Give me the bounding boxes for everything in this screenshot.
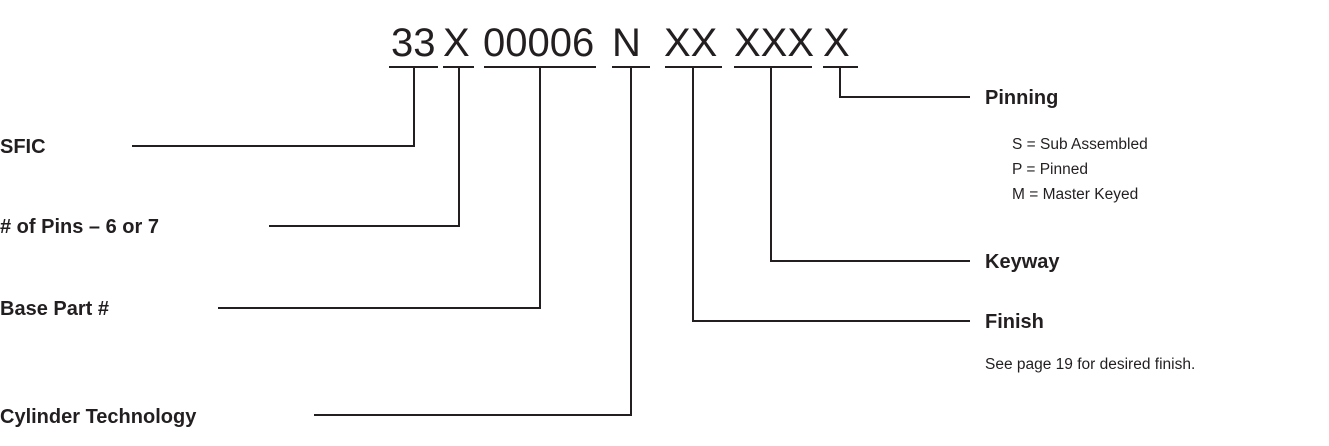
label-pinning: Pinning [985, 87, 1058, 109]
connector-pins [269, 67, 460, 227]
pinning-option-sub-assembled: S = Sub Assembled [1012, 136, 1148, 153]
right-labels: Pinning S = Sub Assembled P = Pinned M =… [985, 87, 1195, 373]
finish-note: See page 19 for desired finish. [985, 356, 1195, 373]
connector-cylinder-technology [314, 67, 632, 416]
connector-finish [692, 67, 970, 322]
label-keyway: Keyway [985, 251, 1060, 273]
left-labels: SFIC # of Pins – 6 or 7 Base Part # Cyli… [0, 136, 197, 428]
label-base-part: Base Part # [0, 298, 109, 320]
label-number-of-pins: # of Pins – 6 or 7 [0, 216, 159, 238]
code-segment-pins: X [443, 21, 470, 65]
code-segment-sfic: 33 [391, 21, 436, 65]
code-segment-keyway: XXX [734, 21, 814, 65]
label-cylinder-technology: Cylinder Technology [0, 406, 197, 428]
code-segment-pinning: X [823, 21, 850, 65]
connector-lines [132, 67, 970, 416]
part-number-code: 33 X 00006 N XX XXX X [391, 21, 850, 65]
code-segment-cylinder-technology: N [612, 21, 641, 65]
code-segment-finish: XX [664, 21, 717, 65]
label-sfic: SFIC [0, 136, 46, 158]
connector-sfic [132, 67, 415, 147]
connector-keyway [770, 67, 970, 262]
connector-base-part [218, 67, 541, 309]
pinning-option-pinned: P = Pinned [1012, 161, 1088, 178]
label-finish: Finish [985, 311, 1044, 333]
code-segment-base-part: 00006 [483, 21, 594, 65]
connector-pinning [839, 67, 970, 98]
pinning-option-master-keyed: M = Master Keyed [1012, 186, 1138, 203]
